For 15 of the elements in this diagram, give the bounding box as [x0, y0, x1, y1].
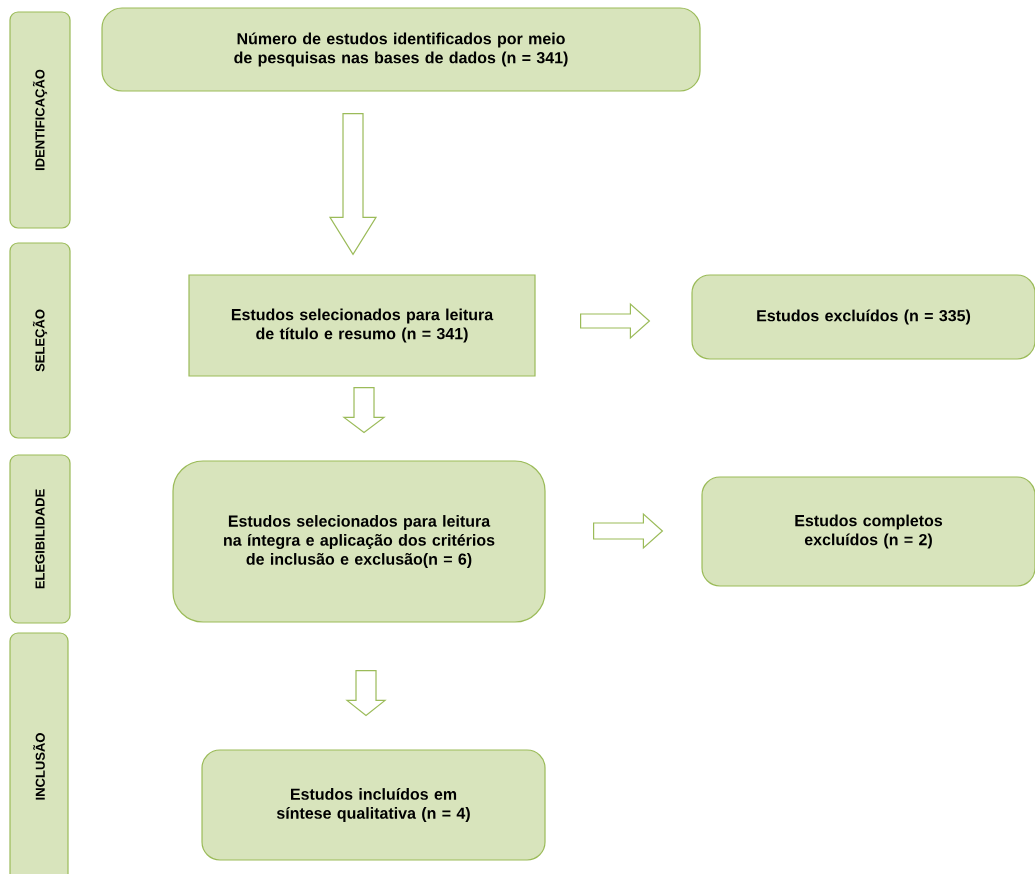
- block-arrow: [593, 512, 664, 550]
- phase-label-band: INCLUSÃO: [9, 632, 69, 874]
- block-arrow: [345, 670, 387, 717]
- process-box: Estudos completos excluídos (n = 2): [701, 476, 1035, 587]
- process-box: Número de estudos identificados por meio de pesquisas nas bases de dados (n = 341): [101, 7, 701, 92]
- phase-label-band: ELEGIBILIDADE: [9, 454, 71, 624]
- block-arrow: [328, 113, 378, 256]
- process-box: Estudos incluídos em síntese qualitativa (n = 4): [201, 749, 546, 861]
- process-box: Estudos selecionados para leitura de título e resumo (n = 341): [188, 274, 536, 377]
- phase-label-band: IDENTIFICAÇÃO: [9, 11, 71, 229]
- process-box: Estudos selecionados para leitura na íntegra e aplicação dos critérios de inclusão e exclusão(n = 6): [172, 460, 546, 623]
- block-arrow: [580, 302, 651, 340]
- process-box: Estudos excluídos (n = 335): [691, 274, 1035, 360]
- block-arrow: [342, 387, 386, 434]
- phase-label-band: SELEÇÃO: [9, 242, 71, 439]
